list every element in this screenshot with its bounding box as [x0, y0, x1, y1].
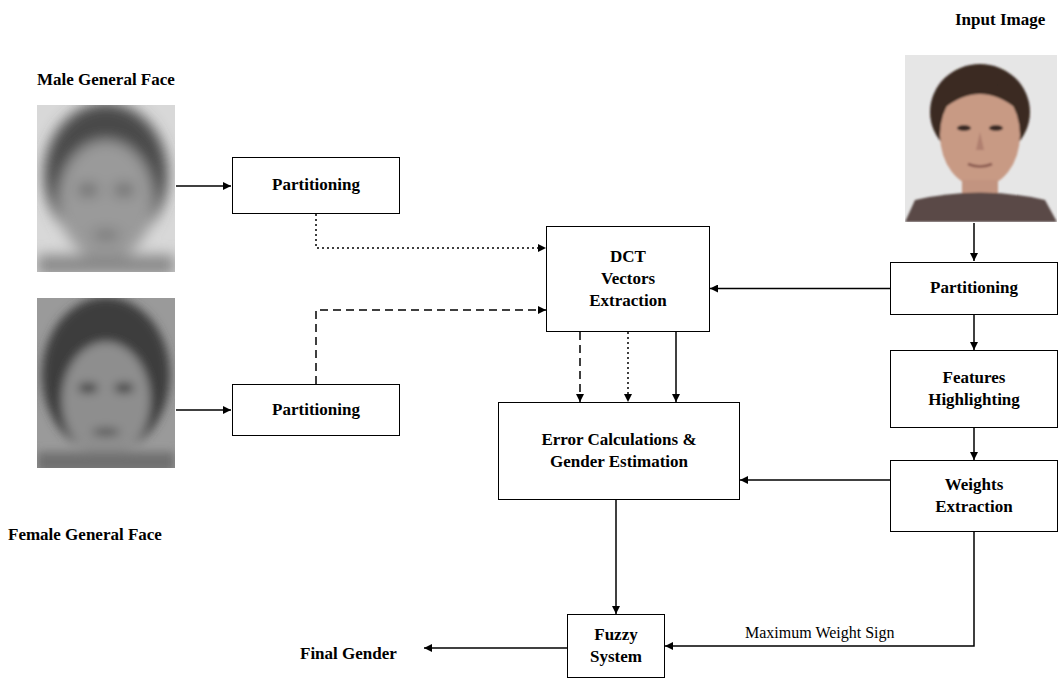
- flow-arrow: [579, 332, 581, 402]
- process-box: Partitioning: [232, 157, 400, 214]
- box-text: Fuzzy System: [581, 624, 651, 668]
- flow-arrow: [316, 214, 546, 248]
- edge-label: Maximum Weight Sign: [743, 624, 897, 642]
- male-face: [37, 105, 175, 272]
- flow-arrow: [710, 288, 890, 290]
- process-box: DCT Vectors Extraction: [546, 226, 710, 332]
- image-arrow: [176, 409, 231, 411]
- process-box: Partitioning: [890, 262, 1058, 315]
- output-arrow: [424, 647, 567, 649]
- flow-arrow: [665, 532, 974, 646]
- image-arrow: [176, 185, 231, 187]
- process-box: Fuzzy System: [567, 614, 665, 678]
- box-text: Partitioning: [272, 174, 360, 196]
- box-text: Partitioning: [272, 399, 360, 421]
- image-arrow: [973, 223, 975, 261]
- caption-label: Input Image: [955, 10, 1045, 30]
- flow-arrow: [316, 310, 546, 384]
- caption-label: Final Gender: [300, 644, 397, 664]
- box-text: DCT Vectors Extraction: [582, 246, 674, 312]
- flow-arrow: [675, 332, 677, 402]
- process-box: Partitioning: [232, 384, 400, 436]
- box-text: Partitioning: [930, 277, 1018, 299]
- flow-arrow: [615, 500, 617, 614]
- flow-arrow: [973, 315, 975, 350]
- input-photo: [905, 55, 1057, 222]
- box-text: Weights Extraction: [924, 474, 1024, 518]
- process-box: Features Highlighting: [890, 350, 1058, 428]
- box-text: Error Calculations & Gender Estimation: [539, 429, 699, 473]
- process-box: Weights Extraction: [890, 460, 1058, 532]
- female-face: [37, 298, 175, 468]
- flow-arrow: [973, 428, 975, 460]
- process-box: Error Calculations & Gender Estimation: [498, 402, 740, 500]
- caption-label: Male General Face: [37, 70, 175, 90]
- flow-arrow: [740, 479, 890, 481]
- caption-label: Female General Face: [8, 525, 162, 545]
- flow-arrow: [627, 332, 629, 402]
- box-text: Features Highlighting: [924, 367, 1024, 411]
